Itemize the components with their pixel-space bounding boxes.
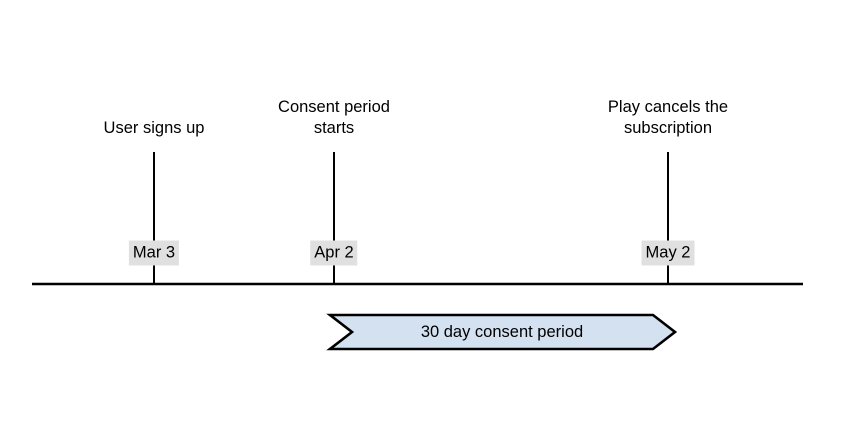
milestone-label-line: Play cancels the <box>607 98 729 116</box>
milestone-date-chip-play-cancels: May 2 <box>641 240 695 266</box>
milestone-label-line: starts <box>313 119 355 137</box>
banner-arrow-polygon <box>326 313 678 351</box>
milestone-label-consent-start: Consent period starts <box>278 97 390 139</box>
milestone-stems <box>153 152 669 284</box>
consent-period-banner-shape <box>326 313 678 351</box>
milestone-date-chip-signup: Mar 3 <box>128 240 180 266</box>
milestone-date-chip-consent-start: Apr 2 <box>310 240 358 266</box>
milestone-label-signup: User signs up <box>104 118 205 139</box>
milestone-label-line: Consent period <box>278 98 390 116</box>
milestone-label-line: User signs up <box>103 119 205 137</box>
milestone-label-line: subscription <box>623 119 713 137</box>
milestone-label-play-cancels: Play cancels the subscription <box>608 97 728 139</box>
consent-period-banner-label: 30 day consent period <box>420 323 584 341</box>
